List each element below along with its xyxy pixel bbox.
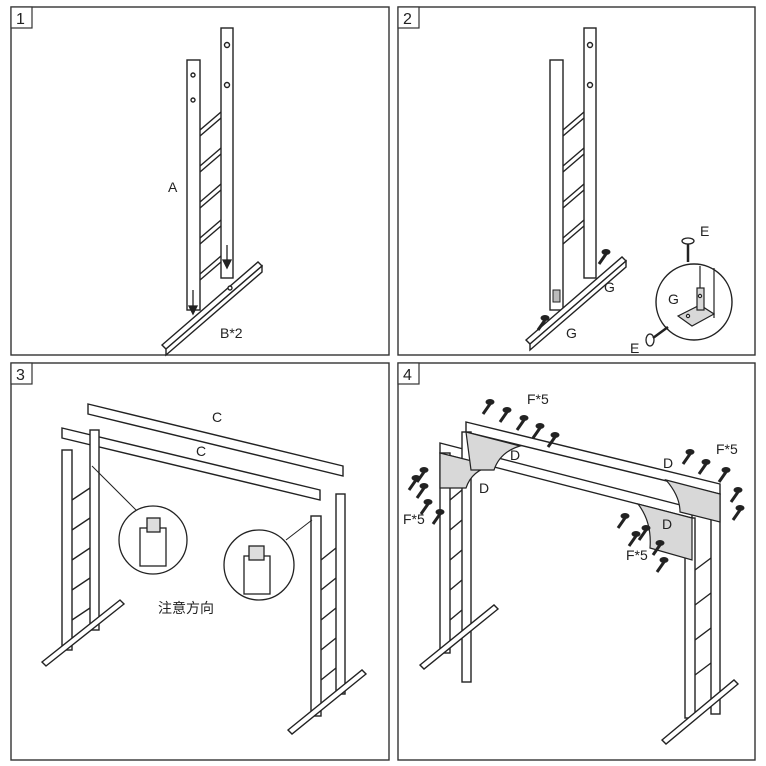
step-number-4: 4: [403, 367, 412, 384]
step-3-panel: 3: [10, 362, 390, 761]
label-f-right: F*5: [716, 441, 738, 457]
label-f-left: F*5: [403, 511, 425, 527]
step-number-1: 1: [16, 11, 25, 28]
orientation-note: 注意方向: [158, 600, 214, 616]
label-d-2: D: [479, 480, 489, 496]
base-foot-b: [160, 261, 264, 357]
step-1-panel: 1 A B*2: [10, 6, 390, 357]
right-ladder: [286, 493, 368, 735]
label-d-4: D: [662, 516, 672, 532]
assembled-frame: [418, 421, 740, 745]
label-f-bottom: F*5: [626, 547, 648, 563]
label-g-right: G: [604, 279, 615, 295]
label-b2: B*2: [220, 325, 243, 341]
insert-arrows: [187, 245, 233, 316]
label-d-3: D: [663, 455, 673, 471]
direction-callouts: [91, 465, 313, 601]
label-e-bottom: E: [630, 340, 639, 356]
label-g-front: G: [566, 325, 577, 341]
screw-e-vertical: [681, 237, 695, 262]
screw-e-horizontal: [645, 325, 669, 347]
bracket-detail-callout: [645, 237, 733, 347]
label-c-front: C: [196, 443, 206, 459]
label-e-top: E: [700, 223, 709, 239]
left-ladder: [40, 429, 126, 667]
label-c-back: C: [212, 409, 222, 425]
step-4-panel: 4: [397, 362, 756, 761]
step-number-2: 2: [403, 11, 412, 28]
step-number-3: 3: [16, 367, 25, 384]
ladder-frame-assembled: [524, 27, 628, 352]
step-2-panel: 2 G G: [397, 6, 756, 356]
label-g-detail: G: [668, 291, 679, 307]
label-d-1: D: [510, 447, 520, 463]
corner-plates-d: [439, 431, 721, 561]
small-brackets: [536, 247, 612, 332]
label-f-top: F*5: [527, 391, 549, 407]
ladder-frame-a: [186, 27, 234, 311]
top-beams: [61, 403, 344, 501]
label-a: A: [168, 179, 178, 195]
